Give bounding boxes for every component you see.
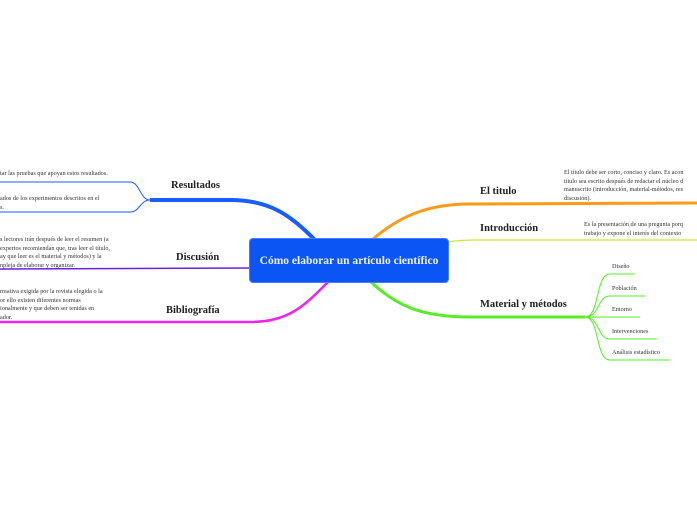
- branch-titulo[interactable]: El titulo: [480, 186, 517, 197]
- introduccion-note[interactable]: Es la presentación de una pregunta porq …: [584, 221, 683, 237]
- material-item-poblacion[interactable]: Población: [612, 285, 637, 292]
- discusion-note[interactable]: s lectores irán después de leer el resum…: [0, 236, 110, 269]
- branch-introduccion[interactable]: Introducción: [480, 223, 539, 234]
- branch-resultados[interactable]: Resultados: [171, 180, 221, 191]
- branch-discusion[interactable]: Discusión: [176, 252, 220, 263]
- central-topic[interactable]: Cómo elaborar un artículo científico: [249, 238, 449, 283]
- branch-material-metodos[interactable]: Material y métodos: [480, 299, 567, 310]
- titulo-note[interactable]: El título debe ser corto, conciso y clar…: [564, 169, 684, 202]
- material-item-analisis[interactable]: Análisis estadístico: [612, 349, 660, 356]
- resultados-note-1[interactable]: tar las pruebas que apoyan estos resulta…: [0, 170, 108, 177]
- branch-bibliografia[interactable]: Bibliografía: [166, 305, 220, 316]
- material-item-diseno[interactable]: Diseño: [612, 263, 630, 270]
- material-item-entorno[interactable]: Entorno: [612, 306, 632, 313]
- material-item-intervenciones[interactable]: Intervenciones: [612, 328, 649, 335]
- resultados-note-2[interactable]: ados de los experimentos descritos en el…: [0, 195, 100, 211]
- bibliografia-note[interactable]: rmativa exigida por la revista elegida o…: [0, 288, 103, 321]
